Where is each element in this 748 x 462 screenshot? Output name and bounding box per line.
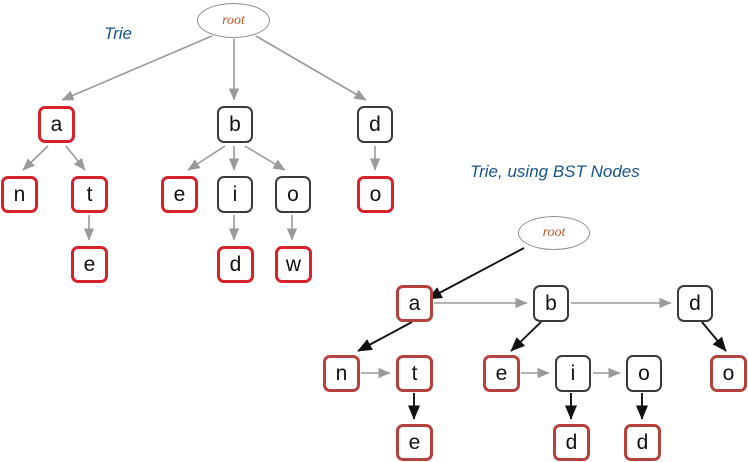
bst-node-t[interactable]: t <box>396 355 433 392</box>
node-label: o <box>638 362 650 385</box>
bst-node-n[interactable]: n <box>323 355 360 392</box>
node-label: d <box>369 113 381 136</box>
trie-node-e-ate[interactable]: e <box>71 246 108 283</box>
node-label: e <box>173 183 186 206</box>
node-label: e <box>495 362 508 385</box>
bst-node-a[interactable]: a <box>396 285 433 322</box>
trie-root-node[interactable]: root <box>197 3 270 38</box>
edge-d-o-child <box>701 321 727 352</box>
node-label: b <box>545 292 557 315</box>
edge-a-n-child <box>357 321 413 352</box>
bst-node-e-be[interactable]: e <box>483 355 520 392</box>
edge-a-n <box>22 145 49 171</box>
node-label: n <box>335 362 348 385</box>
bst-node-d[interactable]: d <box>677 285 713 322</box>
node-label: n <box>13 183 26 206</box>
node-label: i <box>570 362 576 385</box>
trie-title: Trie <box>104 24 133 43</box>
edge-root-d <box>255 35 367 101</box>
edge-bstroot-a <box>427 247 525 300</box>
node-label: o <box>722 362 735 385</box>
node-label: e <box>408 431 421 454</box>
trie-node-i[interactable]: i <box>217 176 253 213</box>
trie-node-d[interactable]: d <box>357 106 393 143</box>
bst-sibling-edges <box>361 297 672 379</box>
bst-node-o[interactable]: o <box>626 355 662 392</box>
trie-node-w-bow[interactable]: w <box>275 246 312 283</box>
bst-child-edges <box>357 247 727 420</box>
node-label: i <box>232 183 238 206</box>
trie-node-n[interactable]: n <box>1 176 38 213</box>
edge-b-o <box>244 145 286 171</box>
bst-node-d-bod[interactable]: d <box>624 424 661 461</box>
bst-trie-title: Trie, using BST Nodes <box>470 162 640 181</box>
bst-node-d-bid[interactable]: d <box>553 424 590 461</box>
bst-root-label: root <box>542 225 566 240</box>
node-label: e <box>83 253 96 276</box>
edge-a-t <box>65 145 86 171</box>
node-label: o <box>369 183 382 206</box>
trie-node-o[interactable]: o <box>275 176 311 213</box>
bst-node-e-ate[interactable]: e <box>396 424 433 461</box>
trie-root-label: root <box>222 12 245 28</box>
node-label: b <box>229 113 241 136</box>
node-label: d <box>636 431 649 454</box>
trie-node-a[interactable]: a <box>38 106 75 143</box>
edge-b-e <box>187 145 226 171</box>
bst-node-i[interactable]: i <box>555 355 591 392</box>
bst-node-b[interactable]: b <box>533 285 569 322</box>
trie-node-d-bid[interactable]: d <box>217 246 254 283</box>
node-label: d <box>689 292 701 315</box>
trie-node-t[interactable]: t <box>71 176 108 213</box>
bst-node-o-do[interactable]: o <box>710 355 747 392</box>
trie-node-b[interactable]: b <box>217 106 253 143</box>
node-label: d <box>565 431 578 454</box>
bst-root-node[interactable]: root <box>518 216 590 250</box>
trie-edges <box>22 35 381 241</box>
edge-root-a <box>61 35 213 101</box>
node-label: o <box>287 183 299 206</box>
edge-b-e-child <box>510 321 542 352</box>
trie-node-e-be[interactable]: e <box>161 176 198 213</box>
trie-node-o-do[interactable]: o <box>357 176 394 213</box>
node-label: w <box>285 253 302 276</box>
node-label: t <box>86 183 93 206</box>
node-label: d <box>229 253 242 276</box>
node-label: a <box>50 113 63 136</box>
node-label: t <box>411 362 418 385</box>
node-label: a <box>408 292 421 315</box>
